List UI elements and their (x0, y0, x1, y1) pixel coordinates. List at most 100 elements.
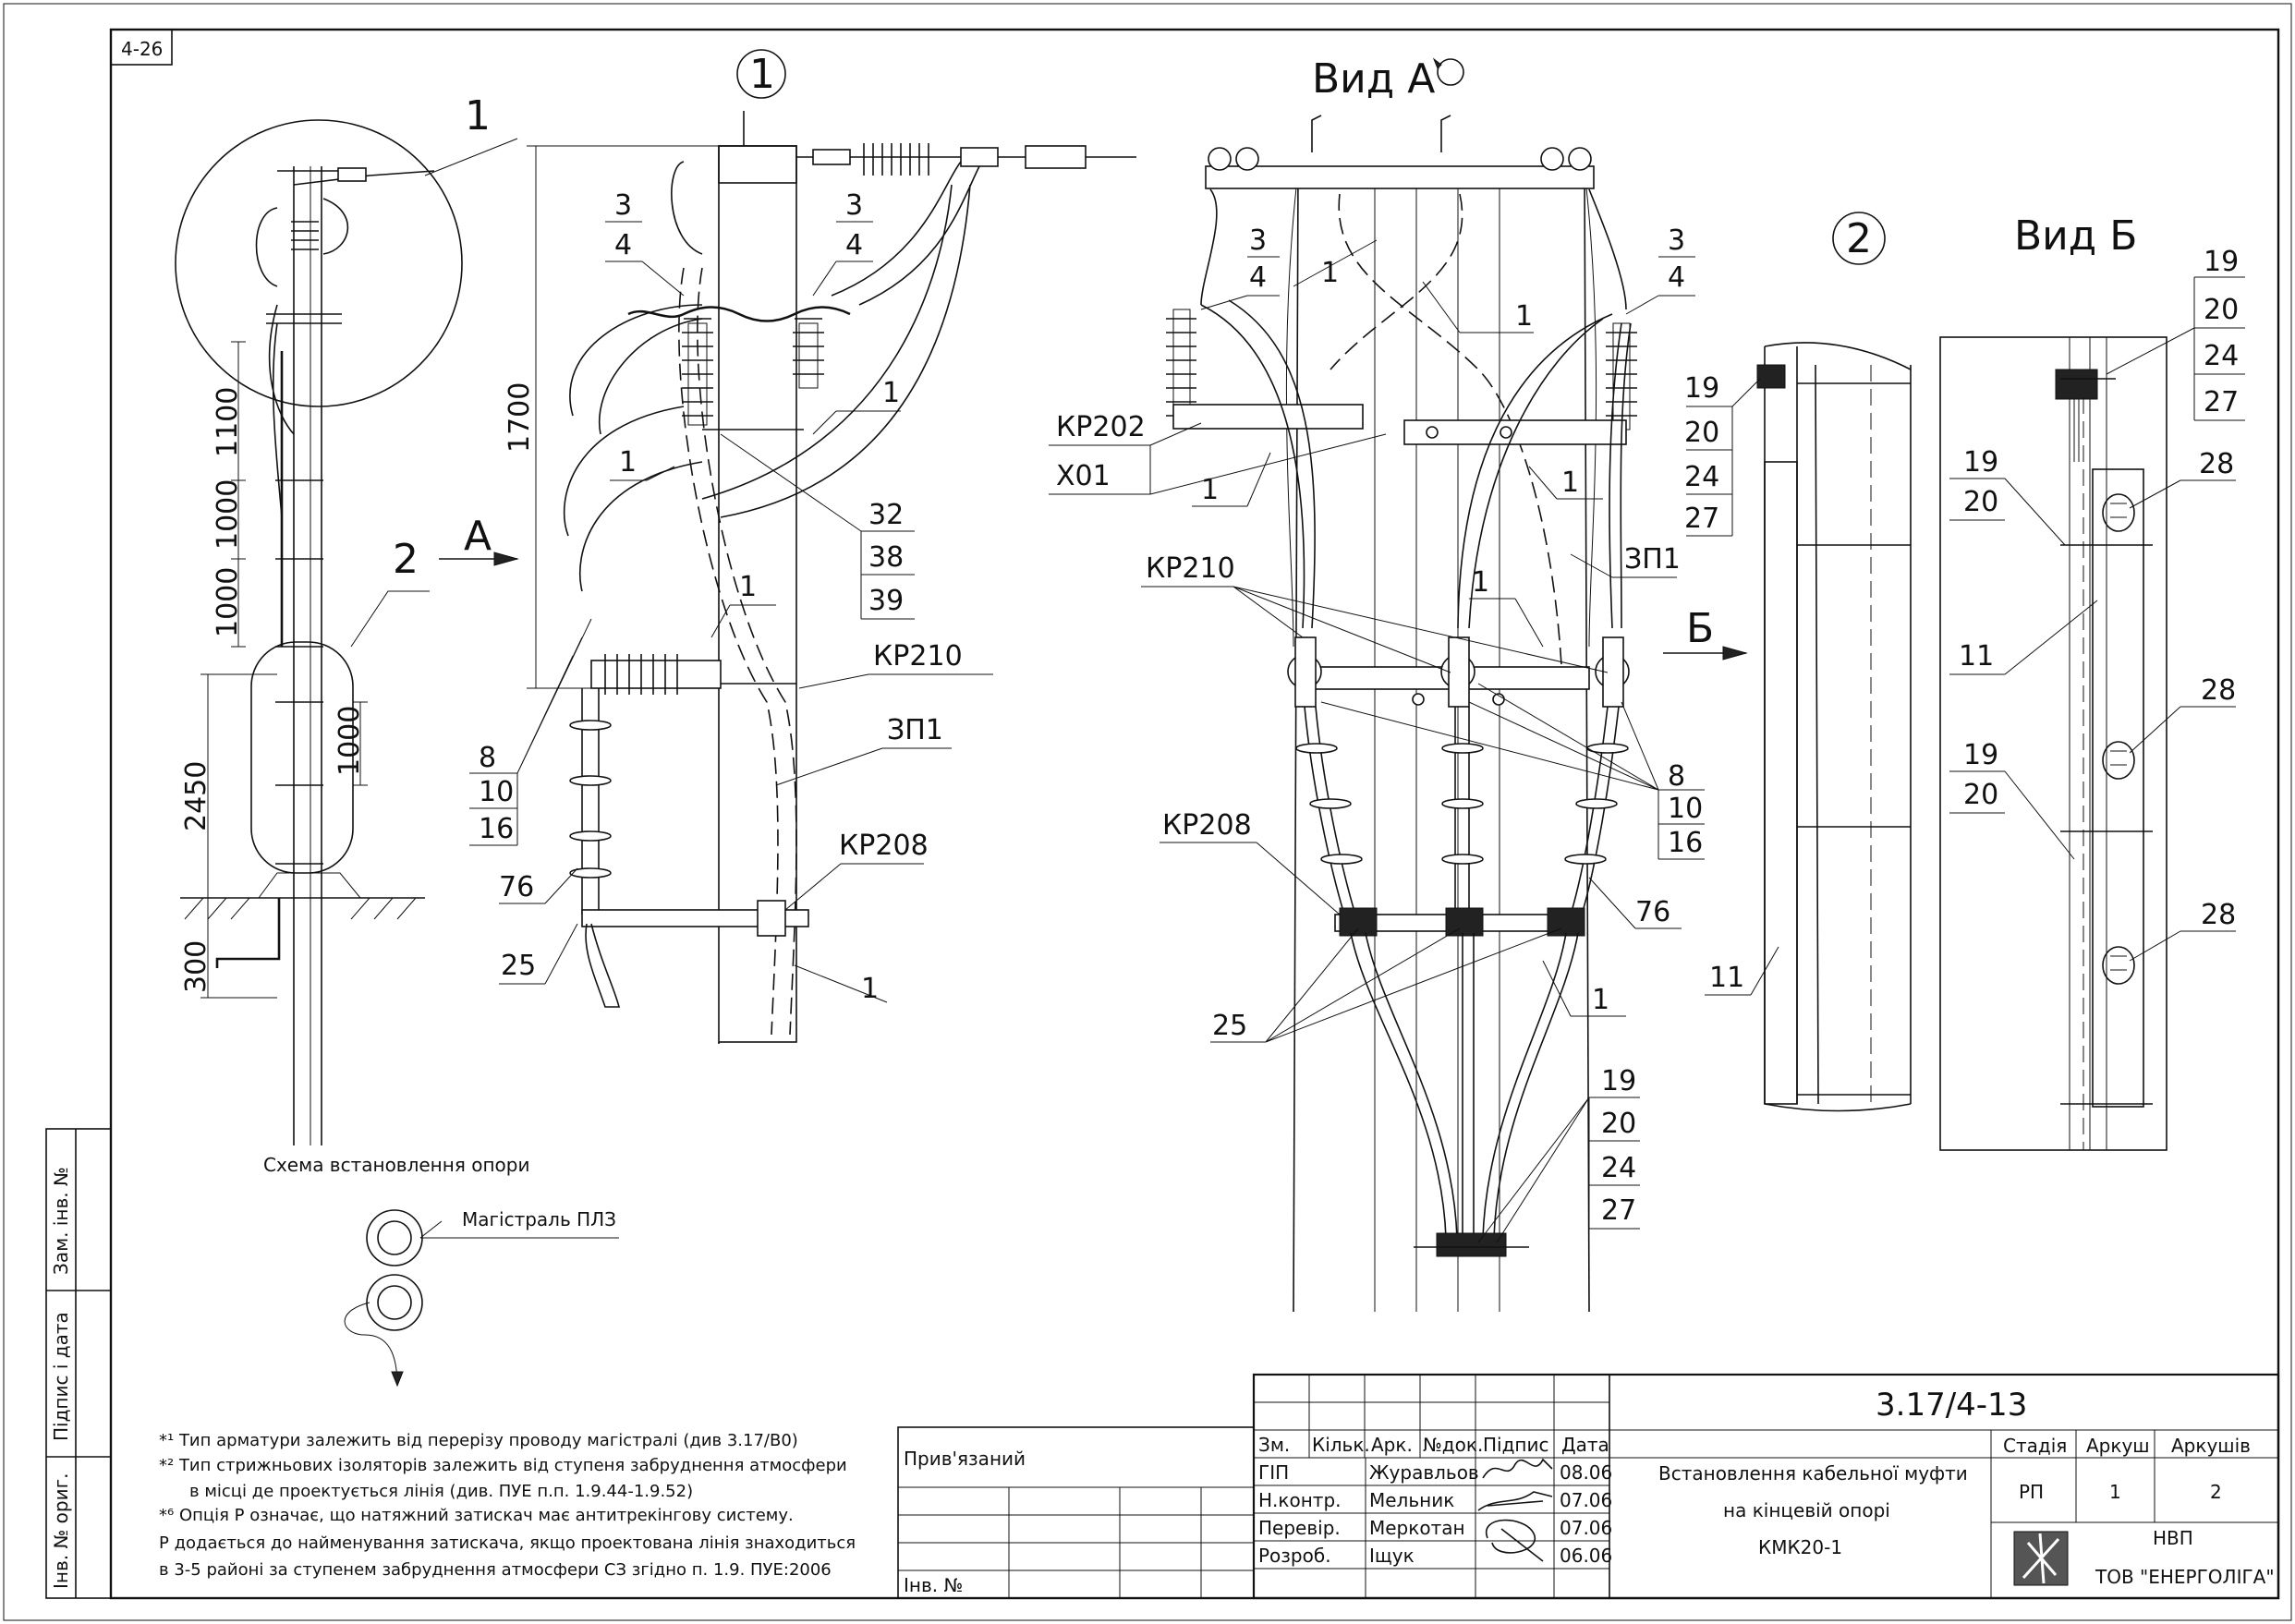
row-gip-role: ГІП (1258, 1461, 1289, 1484)
dim-1100: 1100 (212, 387, 244, 457)
va-callout-8: 8 (1668, 760, 1685, 793)
v1-callout-1b: 1 (619, 446, 637, 479)
sheet-header: Аркуш (2086, 1435, 2150, 1457)
va-callout-27: 27 (1601, 1194, 1636, 1227)
sheet-code: 4-26 (121, 38, 163, 60)
hdr-zm: Зм. (1258, 1434, 1290, 1456)
title-line-3: КМК20-1 (1758, 1536, 1842, 1558)
title-line-2: на кінцевій опорі (1723, 1499, 1890, 1521)
v2-callout-11: 11 (1709, 962, 1744, 994)
view-a-label: Вид А (1312, 55, 1435, 103)
v1-callout-1a: 1 (882, 377, 900, 409)
note-2: *² Тип стрижньових ізоляторів залежить в… (159, 1456, 847, 1475)
doc-code: 3.17/4-13 (1876, 1387, 2027, 1424)
note-3: в місці де проектується лінія (див. ПУЕ … (189, 1482, 693, 1501)
v1-callout-8: 8 (479, 742, 496, 774)
stage-header: Стадія (2003, 1435, 2067, 1457)
sheets-header: Аркушів (2171, 1435, 2251, 1457)
row-nkontr-role: Н.контр. (1258, 1489, 1342, 1511)
v2-callout-20: 20 (1684, 417, 1719, 449)
v1-kp208: КР208 (839, 830, 929, 862)
view-1: 1 (469, 49, 1136, 1044)
va-callout-3b: 3 (1668, 224, 1685, 257)
va-callout-19: 19 (1601, 1065, 1636, 1097)
vb-callout-28b: 28 (2201, 674, 2236, 707)
va-callout-1e: 1 (1472, 566, 1489, 599)
company-line-1: НВП (2153, 1527, 2193, 1549)
va-callout-1c: 1 (1201, 474, 1219, 506)
v1-callout-3a: 3 (614, 189, 632, 222)
va-callout-76: 76 (1635, 896, 1670, 928)
vb-callout-19c: 19 (1963, 739, 1998, 771)
inv-orig-label: Інв. № ориг. (50, 1473, 72, 1589)
view-b-label: Вид Б (2014, 212, 2137, 260)
row-perevir-date: 07.06 (1560, 1517, 1612, 1539)
stage-value: РП (2019, 1481, 2044, 1503)
magistral-symbol (344, 1209, 619, 1388)
row-gip-name: Журавльов (1369, 1461, 1479, 1484)
hdr-kilk: Кільк. (1312, 1434, 1370, 1456)
pryviazanyi: Прив'язаний (904, 1448, 1026, 1470)
outer-frame (3, 3, 2292, 1621)
va-kp210: КР210 (1146, 552, 1235, 585)
va-callout-1b: 1 (1515, 300, 1533, 333)
v2-callout-24: 24 (1684, 461, 1719, 493)
va-callout-4b: 4 (1668, 261, 1685, 294)
va-callout-25: 25 (1212, 1010, 1247, 1042)
vb-callout-27: 27 (2204, 386, 2239, 418)
arrow-b-label: Б (1686, 605, 1714, 652)
row-rozrob-role: Розроб. (1258, 1545, 1331, 1567)
va-x01: Х01 (1056, 460, 1111, 492)
dim-1000-a: 1000 (212, 479, 244, 550)
va-callout-1d: 1 (1561, 467, 1579, 499)
view-b: Вид Б 19 20 24 27 28 19 20 11 28 (1939, 212, 2245, 1151)
note-6: в 3-5 районі за ступенем забруднення атм… (159, 1560, 832, 1580)
row-perevir-role: Перевір. (1258, 1517, 1341, 1539)
hdr-ndok: №док. (1423, 1434, 1483, 1456)
view-1-label: 1 (749, 51, 775, 98)
title-block: Прив'язаний Інв. № Зм. Кіл (897, 1373, 2280, 1600)
inv-no: Інв. № (904, 1574, 963, 1596)
hdr-ark: Арк. (1371, 1434, 1413, 1456)
row-rozrob-name: Іщук (1369, 1545, 1415, 1567)
vb-callout-28c: 28 (2201, 899, 2236, 931)
dim-1700: 1700 (504, 382, 536, 453)
v1-callout-32: 32 (868, 499, 904, 531)
v1-callout-38: 38 (868, 541, 904, 574)
note-1: *¹ Тип арматури залежить від перерізу пр… (159, 1431, 798, 1450)
row-nkontr-date: 07.06 (1560, 1489, 1612, 1511)
va-callout-10: 10 (1668, 793, 1703, 825)
zam-inv-label: Зам. інв. № (50, 1167, 72, 1275)
v1-callout-39: 39 (868, 585, 904, 617)
note-4: *⁶ Опція Р означає, що натяжний затискач… (159, 1506, 794, 1525)
vb-callout-20a: 20 (2204, 294, 2239, 326)
row-gip-date: 08.06 (1560, 1461, 1612, 1484)
v1-callout-76: 76 (499, 871, 534, 903)
sheet-code-box (110, 29, 173, 66)
dim-1000-b: 1000 (212, 567, 244, 637)
va-callout-1f: 1 (1592, 984, 1609, 1016)
title-line-1: Встановлення кабельної муфти (1658, 1462, 1968, 1485)
vb-callout-20c: 20 (1963, 779, 1998, 811)
signature-1 (1482, 1458, 1553, 1479)
v1-callout-1c: 1 (739, 571, 757, 603)
v1-callout-1d: 1 (861, 973, 879, 1005)
vb-callout-11: 11 (1959, 640, 1994, 673)
signature-2 (1477, 1491, 1553, 1511)
v1-callout-25: 25 (501, 950, 536, 982)
callout-1-left: 1 (465, 92, 491, 139)
vb-callout-24: 24 (2204, 340, 2239, 372)
v1-callout-10: 10 (479, 776, 514, 808)
dim-2450: 2450 (180, 761, 212, 831)
hdr-data: Дата (1561, 1434, 1609, 1456)
v1-callout-16: 16 (479, 813, 514, 845)
view-2: 2 19 20 24 27 11 (1684, 212, 1912, 1112)
va-callout-1a: 1 (1321, 257, 1339, 289)
view-a: Вид А (1049, 55, 1748, 1313)
v1-callout-4a: 4 (614, 229, 632, 261)
v2-callout-19: 19 (1684, 372, 1719, 405)
dim-300: 300 (180, 940, 212, 993)
vb-callout-28a: 28 (2199, 448, 2234, 480)
va-callout-4a: 4 (1249, 261, 1267, 294)
